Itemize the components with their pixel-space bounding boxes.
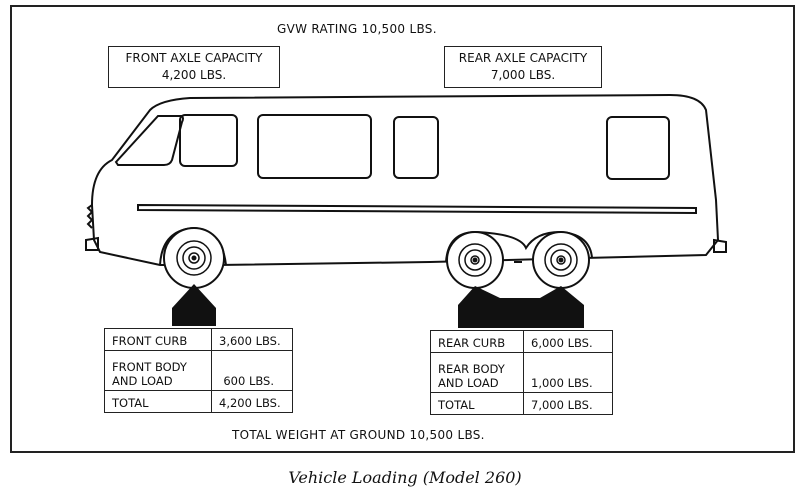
rear-body-load-label: REAR BODY AND LOAD xyxy=(430,352,524,393)
window-2 xyxy=(257,114,372,179)
table-row: TOTAL 4,200 LBS. xyxy=(104,390,293,413)
rear-wheel-1 xyxy=(446,231,504,289)
front-body-load-value: 600 LBS. xyxy=(211,350,293,391)
front-curb-label: FRONT CURB xyxy=(104,328,212,351)
rear-bumper xyxy=(713,238,727,253)
front-body-load-label-line1: FRONT BODY xyxy=(112,360,187,374)
table-row: TOTAL 7,000 LBS. xyxy=(430,392,613,415)
diagram-frame xyxy=(10,5,795,453)
rear-total-value: 7,000 LBS. xyxy=(523,392,613,415)
rear-total-label: TOTAL xyxy=(430,392,524,415)
front-wheel xyxy=(163,227,225,289)
front-grille xyxy=(86,204,94,229)
rear-load-table: REAR CURB 6,000 LBS. REAR BODY AND LOAD … xyxy=(430,330,613,415)
front-load-support xyxy=(172,284,216,326)
front-axle-capacity-title: FRONT AXLE CAPACITY xyxy=(125,51,263,65)
side-trim xyxy=(137,203,697,215)
table-row: REAR BODY AND LOAD 1,000 LBS. xyxy=(430,352,613,393)
rear-load-support xyxy=(458,286,584,328)
rear-body-load-value: 1,000 LBS. xyxy=(523,352,613,393)
rear-wheel-2 xyxy=(532,231,590,289)
table-row: FRONT BODY AND LOAD 600 LBS. xyxy=(104,350,293,391)
window-4 xyxy=(606,116,670,180)
windshield xyxy=(114,115,184,166)
front-total-value: 4,200 LBS. xyxy=(211,390,293,413)
total-ground-weight-label: TOTAL WEIGHT AT GROUND 10,500 LBS. xyxy=(232,428,485,442)
gvw-rating-label: GVW RATING 10,500 LBS. xyxy=(277,22,437,36)
rear-body-load-label-line1: REAR BODY xyxy=(438,362,505,376)
front-axle-capacity-box: FRONT AXLE CAPACITY 4,200 LBS. xyxy=(108,46,280,88)
front-load-table: FRONT CURB 3,600 LBS. FRONT BODY AND LOA… xyxy=(104,328,293,413)
rear-axle-capacity-box: REAR AXLE CAPACITY 7,000 LBS. xyxy=(444,46,602,88)
rear-curb-value: 6,000 LBS. xyxy=(523,330,613,353)
front-axle-capacity-value: 4,200 LBS. xyxy=(161,68,227,82)
window-1 xyxy=(179,114,238,167)
front-curb-value: 3,600 LBS. xyxy=(211,328,293,351)
front-bumper xyxy=(85,236,99,251)
front-total-label: TOTAL xyxy=(104,390,212,413)
rear-axle-capacity-title: REAR AXLE CAPACITY xyxy=(458,51,588,65)
figure-caption: Vehicle Loading (Model 260) xyxy=(288,468,522,487)
front-body-load-label-line2: AND LOAD xyxy=(112,374,173,388)
window-3 xyxy=(393,116,439,179)
rear-axle-capacity-value: 7,000 LBS. xyxy=(490,68,556,82)
table-row: REAR CURB 6,000 LBS. xyxy=(430,330,613,353)
front-body-load-label: FRONT BODY AND LOAD xyxy=(104,350,212,391)
rear-body-load-label-line2: AND LOAD xyxy=(438,376,499,390)
table-row: FRONT CURB 3,600 LBS. xyxy=(104,328,293,351)
rear-curb-label: REAR CURB xyxy=(430,330,524,353)
